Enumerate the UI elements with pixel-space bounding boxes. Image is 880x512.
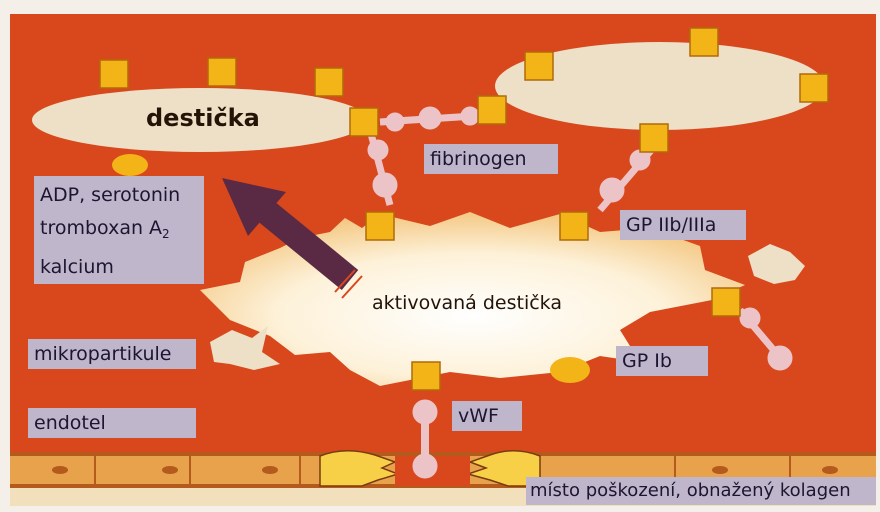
gp-iib-iiia-label: GP IIb/IIIa bbox=[620, 210, 746, 240]
activated-platelet-label: aktivovaná destička bbox=[372, 292, 562, 314]
endothelium-label: endotel bbox=[28, 408, 196, 438]
released-substances-label: ADP, serotonin tromboxan A2 kalcium bbox=[34, 176, 204, 284]
damage-site-label: místo poškození, obnažený kolagen bbox=[526, 477, 876, 505]
top-border bbox=[0, 0, 880, 14]
platelet-label: destička bbox=[146, 104, 260, 132]
fibrinogen-label: fibrinogen bbox=[424, 144, 558, 174]
released-line-3: kalcium bbox=[40, 251, 198, 284]
released-line-2: tromboxan A2 bbox=[40, 212, 198, 251]
granule-droplet-2 bbox=[550, 357, 590, 383]
vwf-label: vWF bbox=[452, 401, 522, 431]
released-line-1: ADP, serotonin bbox=[40, 179, 198, 212]
granule-droplet bbox=[112, 154, 148, 176]
gp-ib-label: GP Ib bbox=[616, 346, 708, 376]
microparticles-label: mikropartikule bbox=[28, 339, 196, 369]
